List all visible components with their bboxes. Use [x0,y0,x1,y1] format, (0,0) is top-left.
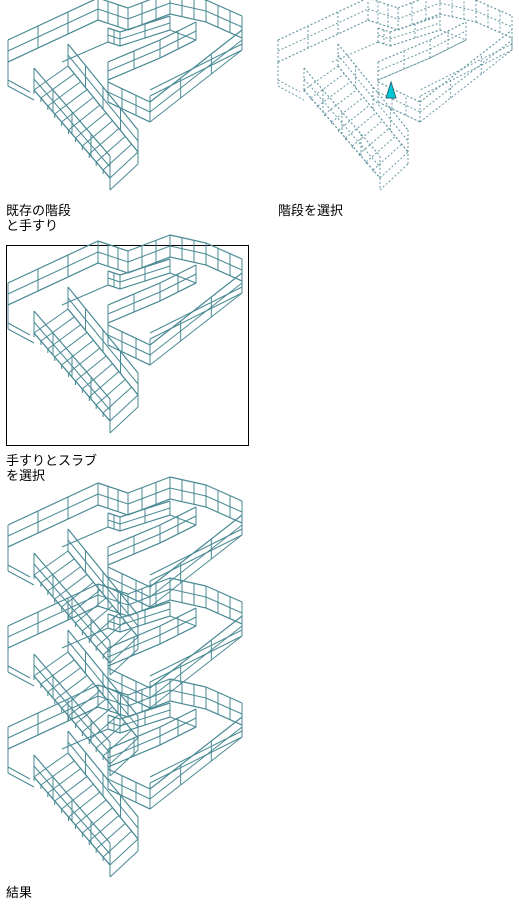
selected-stair-drawing [277,0,513,191]
existing-stair-drawing [7,0,243,191]
stair-level-1 [7,476,243,676]
caption-existing-stair: 既存の階段 と手すり [6,204,72,234]
stair-assembly-selected [277,0,513,191]
stair-assembly [7,0,243,191]
railing-slab-selection-drawing [7,234,243,434]
caption-result: 結果 [6,886,33,901]
selection-frame [6,245,249,446]
stair-assembly [7,234,243,434]
caption-select-stair: 階段を選択 [278,204,344,219]
result-drawing [7,476,243,878]
caption-select-railing-slab: 手すりとスラブ を選択 [6,454,98,484]
selection-grip [385,80,397,99]
stair-level-3 [7,678,243,878]
stair-level-2 [7,577,243,777]
